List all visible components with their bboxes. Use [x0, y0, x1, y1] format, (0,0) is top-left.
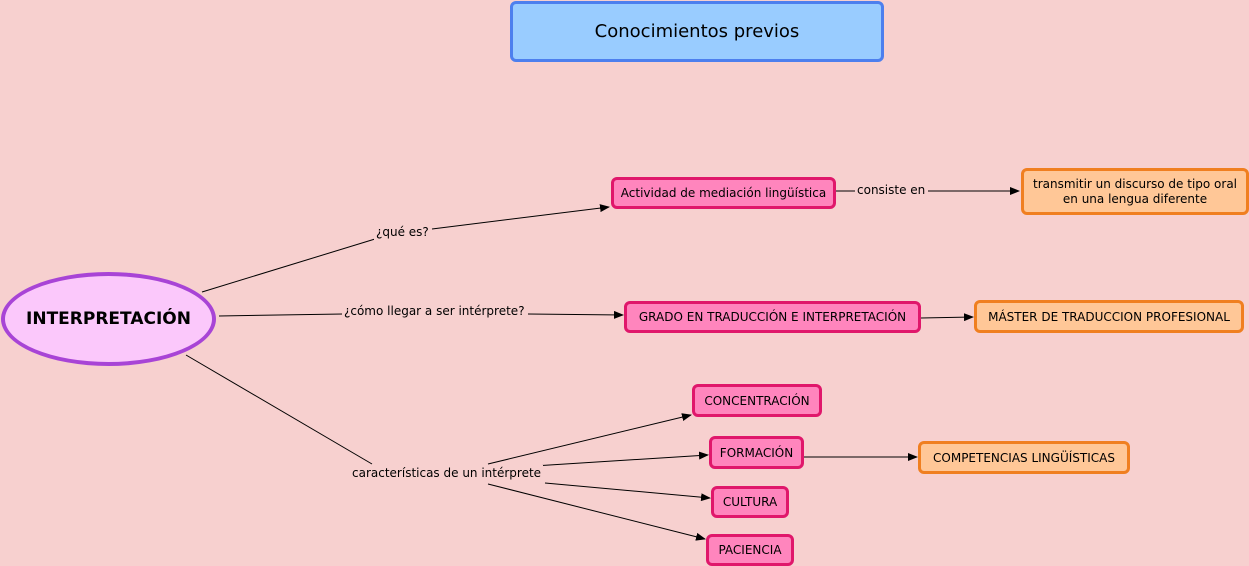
link-label-que-es: ¿qué es?	[374, 224, 431, 240]
line-root-to-que-es	[201, 238, 376, 293]
node-cultura[interactable]: CULTURA	[711, 486, 789, 518]
line-root-to-caracteristicas	[185, 354, 373, 465]
node-master-text: MÁSTER DE TRADUCCION PROFESIONAL	[988, 309, 1230, 324]
node-grado[interactable]: GRADO EN TRADUCCIÓN E INTERPRETACIÓN	[624, 301, 921, 333]
node-master[interactable]: MÁSTER DE TRADUCCION PROFESIONAL	[974, 300, 1244, 333]
link-label-caracteristicas: características de un intérprete	[350, 465, 544, 481]
node-grado-text: GRADO EN TRADUCCIÓN E INTERPRETACIÓN	[638, 310, 907, 324]
node-formacion-text: FORMACIÓN	[719, 445, 794, 460]
root-text: INTERPRETACIÓN	[26, 309, 191, 329]
arrow-como-llegar-to-grado	[527, 310, 624, 319]
arrow-que-es-to-actividad	[431, 204, 610, 230]
node-concentracion-text: CONCENTRACIÓN	[704, 393, 810, 408]
link-label-como-llegar: ¿cómo llegar a ser intérprete?	[342, 303, 527, 319]
arrow-caracteristicas-to-formacion	[517, 451, 709, 468]
node-transmitir-text: transmitir un discurso de tipo oral en u…	[1032, 176, 1238, 206]
arrow-caracteristicas-to-paciencia	[487, 483, 706, 541]
line-root-to-como-llegar	[218, 313, 344, 317]
node-competencias[interactable]: COMPETENCIAS LINGÜÍSTICAS	[918, 441, 1130, 474]
node-formacion[interactable]: FORMACIÓN	[709, 436, 804, 469]
node-actividad-text: Actividad de mediación lingüística	[620, 186, 827, 200]
node-cultura-text: CULTURA	[722, 495, 778, 509]
node-competencias-text: COMPETENCIAS LINGÜÍSTICAS	[933, 450, 1115, 465]
arrow-grado-to-master	[920, 313, 974, 322]
node-concentracion[interactable]: CONCENTRACIÓN	[692, 384, 822, 417]
node-actividad[interactable]: Actividad de mediación lingüística	[611, 177, 836, 209]
link-label-consiste-en: consiste en	[855, 182, 928, 198]
title-box[interactable]: Conocimientos previos	[510, 1, 884, 62]
title-text: Conocimientos previos	[594, 21, 800, 42]
node-paciencia[interactable]: PACIENCIA	[706, 534, 794, 566]
arrow-caracteristicas-to-concentracion	[487, 413, 692, 465]
node-paciencia-text: PACIENCIA	[718, 543, 782, 557]
node-transmitir[interactable]: transmitir un discurso de tipo oral en u…	[1021, 168, 1249, 215]
arrow-caracteristicas-to-cultura	[544, 482, 711, 502]
root-node[interactable]: INTERPRETACIÓN	[1, 272, 216, 366]
